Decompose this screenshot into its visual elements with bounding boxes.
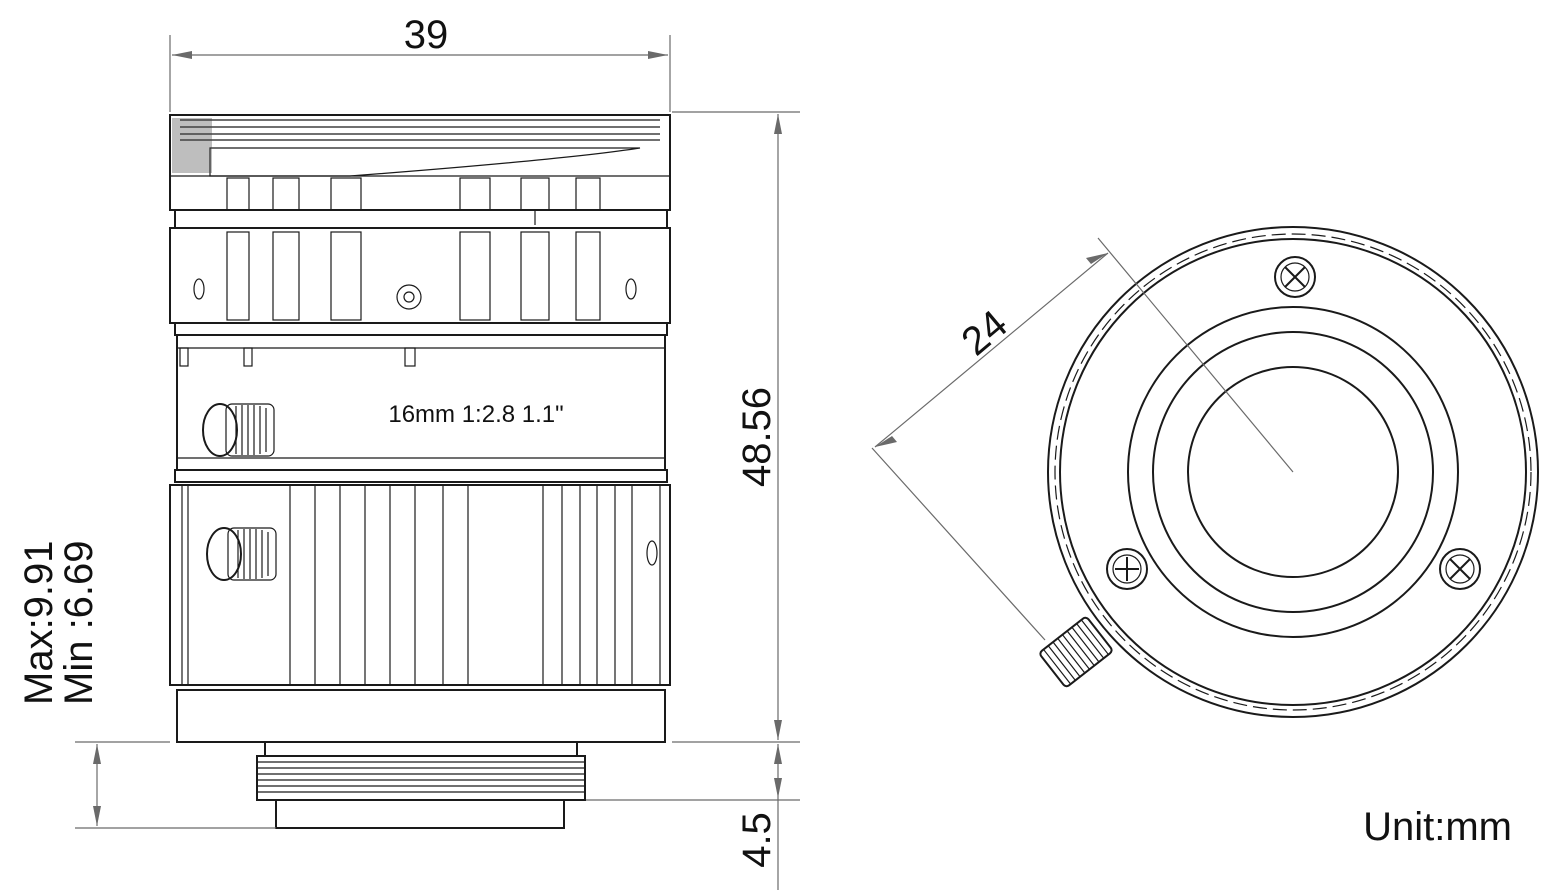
aperture-icon	[1187, 366, 1399, 578]
lock-knob-lower-icon	[206, 527, 277, 581]
c-mount-thread	[256, 741, 586, 829]
dimension-lines: 39 48.56 4.5 Max:9.91 Min :6.69	[17, 13, 800, 890]
screw-left-icon	[1106, 548, 1148, 590]
diameter-dimension: 24	[953, 302, 1015, 364]
lens-marking: 16mm 1:2.8 1.1"	[388, 401, 563, 428]
outer-knurl-ring	[1047, 226, 1539, 718]
height-dimension: 48.56	[735, 387, 779, 487]
front-cap-ring	[1127, 306, 1459, 638]
screw-right-icon	[1439, 548, 1481, 590]
hatch-section	[172, 118, 212, 173]
set-screw-icon	[396, 284, 422, 310]
knurled-knob-icon	[1039, 616, 1113, 688]
upper-ring	[169, 227, 671, 324]
back-focus-min: Min :6.69	[57, 540, 101, 705]
width-dimension: 39	[404, 13, 449, 57]
unit-label: Unit:mm	[1363, 805, 1512, 849]
lock-knob-upper-icon	[202, 403, 275, 457]
back-focus-max: Max:9.91	[17, 540, 61, 705]
front-view: 24	[871, 226, 1539, 718]
front-ring	[169, 114, 671, 211]
lower-ring	[169, 484, 671, 686]
side-view: 16mm 1:2.8 1.1"	[169, 114, 671, 829]
mount-dimension: 4.5	[735, 812, 779, 868]
screw-top-icon	[1274, 256, 1316, 298]
